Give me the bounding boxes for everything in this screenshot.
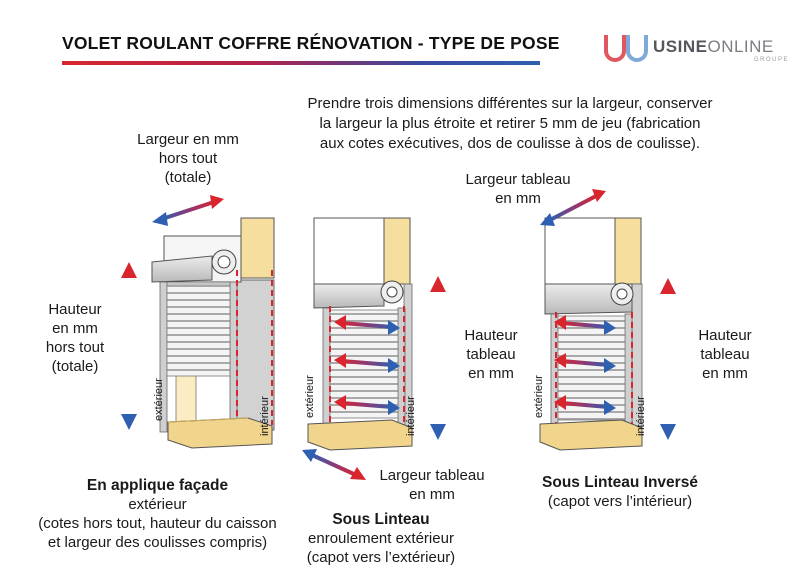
height-arrow [430, 276, 446, 440]
width-arrow [152, 195, 224, 226]
width-arrows [554, 315, 616, 415]
sous-linteau-caption: Sous Linteau enroulement extérieur (capo… [286, 510, 476, 567]
logo-subtitle: GROUPE [754, 57, 790, 63]
intro-text: Prendre trois dimensions différentes sur… [270, 94, 750, 154]
facade-height-label: Hauteur en mm hors tout (totale) [45, 301, 105, 375]
caption-title: En applique façade [86, 477, 229, 494]
width-arrow [302, 449, 366, 480]
inverse-width-label: Largeur tableau en mm [465, 171, 571, 207]
width-arrow [540, 189, 606, 226]
side-label-interior: intérieur [405, 396, 417, 436]
facade-width-label: Largeur en mm hors tout (totale) [137, 131, 239, 186]
caption-title: Sous Linteau [332, 511, 430, 528]
logo-wordmark: USINEONLINE [653, 37, 774, 56]
inverse-height-label: Hauteur tableau en mm [698, 327, 752, 382]
intro-line: aux cotes exécutives, dos de coulisse à … [319, 135, 701, 152]
height-arrow [660, 278, 676, 440]
side-label-exterior: extérieur [304, 375, 316, 418]
sous-linteau-width-label: Largeur tableau en mm [379, 467, 485, 503]
side-label-exterior: extérieur [533, 375, 545, 418]
width-arrows [334, 315, 400, 415]
diagram-sous-linteau-inverse: extérieur intérieur [533, 189, 676, 451]
side-label-interior: intérieur [635, 396, 647, 436]
caption-title: Sous Linteau Inversé [542, 474, 698, 491]
side-label-interior: intérieur [259, 396, 271, 436]
facade-caption: En applique façade extérieur (cotes hors… [10, 476, 305, 552]
height-arrow [121, 262, 137, 430]
sous-linteau-height-label: Hauteur tableau en mm [464, 327, 518, 382]
title-underline [62, 61, 540, 65]
diagram-sous-linteau: extérieur intérieur [302, 217, 446, 480]
page-title: VOLET ROULANT COFFRE RÉNOVATION - TYPE D… [62, 33, 560, 53]
diagram-facade: extérieur intérieur [121, 195, 275, 449]
intro-line: Prendre trois dimensions différentes sur… [307, 95, 713, 112]
intro-line: la largeur la plus étroite et retirer 5 … [319, 115, 701, 132]
side-label-exterior: extérieur [153, 378, 165, 421]
logo-mark-icon [604, 35, 648, 62]
inverse-caption: Sous Linteau Inversé (capot vers l’intér… [520, 473, 720, 511]
